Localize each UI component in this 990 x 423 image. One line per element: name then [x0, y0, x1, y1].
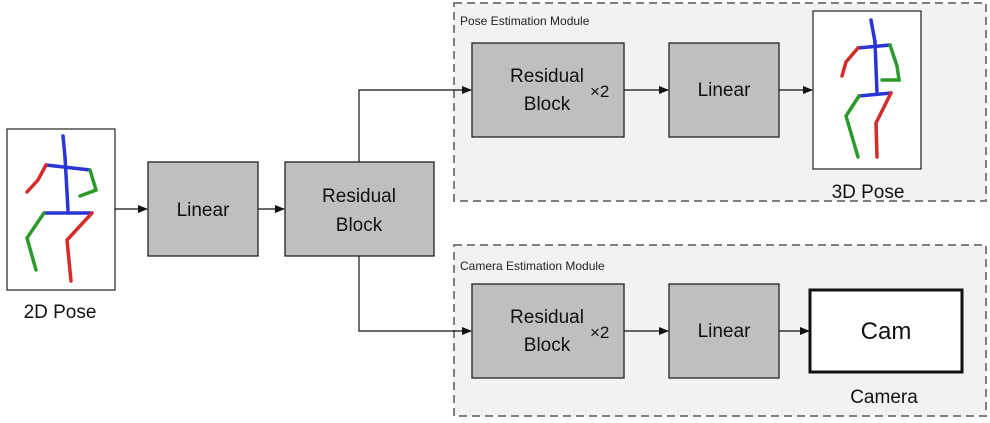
arrow-residual-to-camera-branch [358, 256, 472, 335]
linear-block-1: Linear [147, 161, 259, 257]
camera-residual-line2: Block [524, 335, 571, 356]
arrow-residual-to-pose-branch [358, 86, 472, 162]
pose-residual-line2: Block [524, 94, 571, 115]
pose-linear-block: Linear [668, 42, 780, 138]
linear-1-label: Linear [177, 200, 230, 221]
pose-linear-label: Linear [698, 80, 751, 101]
pose-output-caption: 3D Pose [832, 182, 905, 203]
camera-residual-repeat: ×2 [590, 323, 609, 342]
pose-residual-line1: Residual [510, 66, 584, 87]
camera-output: Cam Camera [808, 288, 964, 408]
camera-residual-line1: Residual [510, 307, 584, 328]
pose-residual-repeat: ×2 [590, 82, 609, 101]
residual-block-shared: Residual Block [284, 161, 435, 257]
pose-module-title: Pose Estimation Module [460, 14, 590, 28]
camera-linear-block: Linear [668, 283, 780, 379]
camera-module-title: Camera Estimation Module [460, 259, 605, 273]
residual-shared-line1: Residual [322, 186, 396, 207]
input-2d-pose: 2D Pose [6, 128, 116, 323]
camera-residual-block: Residual Block ×2 [471, 283, 625, 379]
camera-output-caption: Camera [850, 387, 918, 408]
output-3d-pose: 3D Pose [812, 10, 922, 203]
residual-shared-line2: Block [336, 215, 383, 236]
connector-arrows [115, 86, 813, 335]
pose-residual-block: Residual Block ×2 [471, 42, 625, 138]
input-caption: 2D Pose [24, 302, 97, 323]
3d-skeleton-icon [840, 18, 902, 159]
camera-linear-label: Linear [698, 321, 751, 342]
camera-output-label: Cam [861, 318, 912, 345]
2d-skeleton-icon [25, 134, 99, 283]
